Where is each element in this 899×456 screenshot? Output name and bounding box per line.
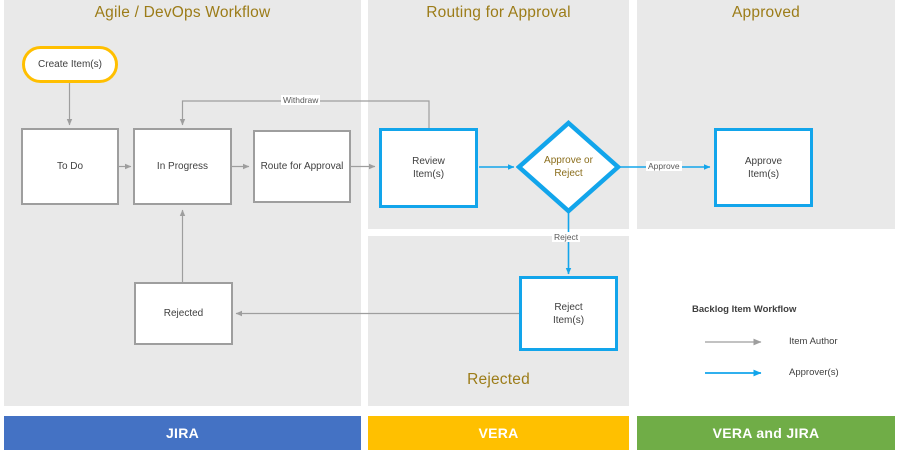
node-create-items[interactable]: Create Item(s) [22,46,118,83]
node-reject-items-line2: Item(s) [552,314,585,326]
edge-label-reject: Reject [552,232,581,242]
node-reject-items[interactable]: Reject Item(s) [519,276,618,351]
decision-label-line1: Approve or [544,155,593,166]
edge-label-approve: Approve [646,161,682,171]
legend-label-item-author: Item Author [789,336,838,347]
legend-label-approvers: Approver(s) [789,367,839,378]
node-review-items[interactable]: Review Item(s) [379,128,478,208]
node-approve-items-line1: Approve [744,155,783,167]
column-header-approved: Approved [732,4,800,21]
node-approve-items[interactable]: Approve Item(s) [714,128,813,207]
node-approve-items-line2: Item(s) [747,168,780,180]
legend-line-approvers [705,369,762,377]
sub-header-rejected: Rejected [467,371,530,388]
legend-title: Backlog Item Workflow [692,304,797,315]
node-decision-approve-or-reject[interactable]: Approve or Reject [515,119,622,215]
node-route-for-approval[interactable]: Route for Approval [253,130,351,203]
node-review-items-line1: Review [412,156,445,167]
footer-bar-jira: JIRA [4,416,361,450]
decision-label-line2: Reject [554,168,583,179]
edge-label-withdraw: Withdraw [281,95,321,105]
diamond-shape [515,119,622,215]
legend-line-item-author [705,338,762,346]
footer-bar-vera-and-jira: VERA and JIRA [637,416,895,450]
column-header-routing: Routing for Approval [426,4,571,21]
node-to-do[interactable]: To Do [21,128,119,205]
node-reject-items-line1: Reject [554,301,583,313]
node-in-progress[interactable]: In Progress [133,128,232,205]
footer-bar-vera: VERA [368,416,629,450]
node-rejected[interactable]: Rejected [134,282,233,345]
column-header-agile: Agile / DevOps Workflow [94,4,271,21]
node-review-items-line2: Item(s) [412,169,445,180]
